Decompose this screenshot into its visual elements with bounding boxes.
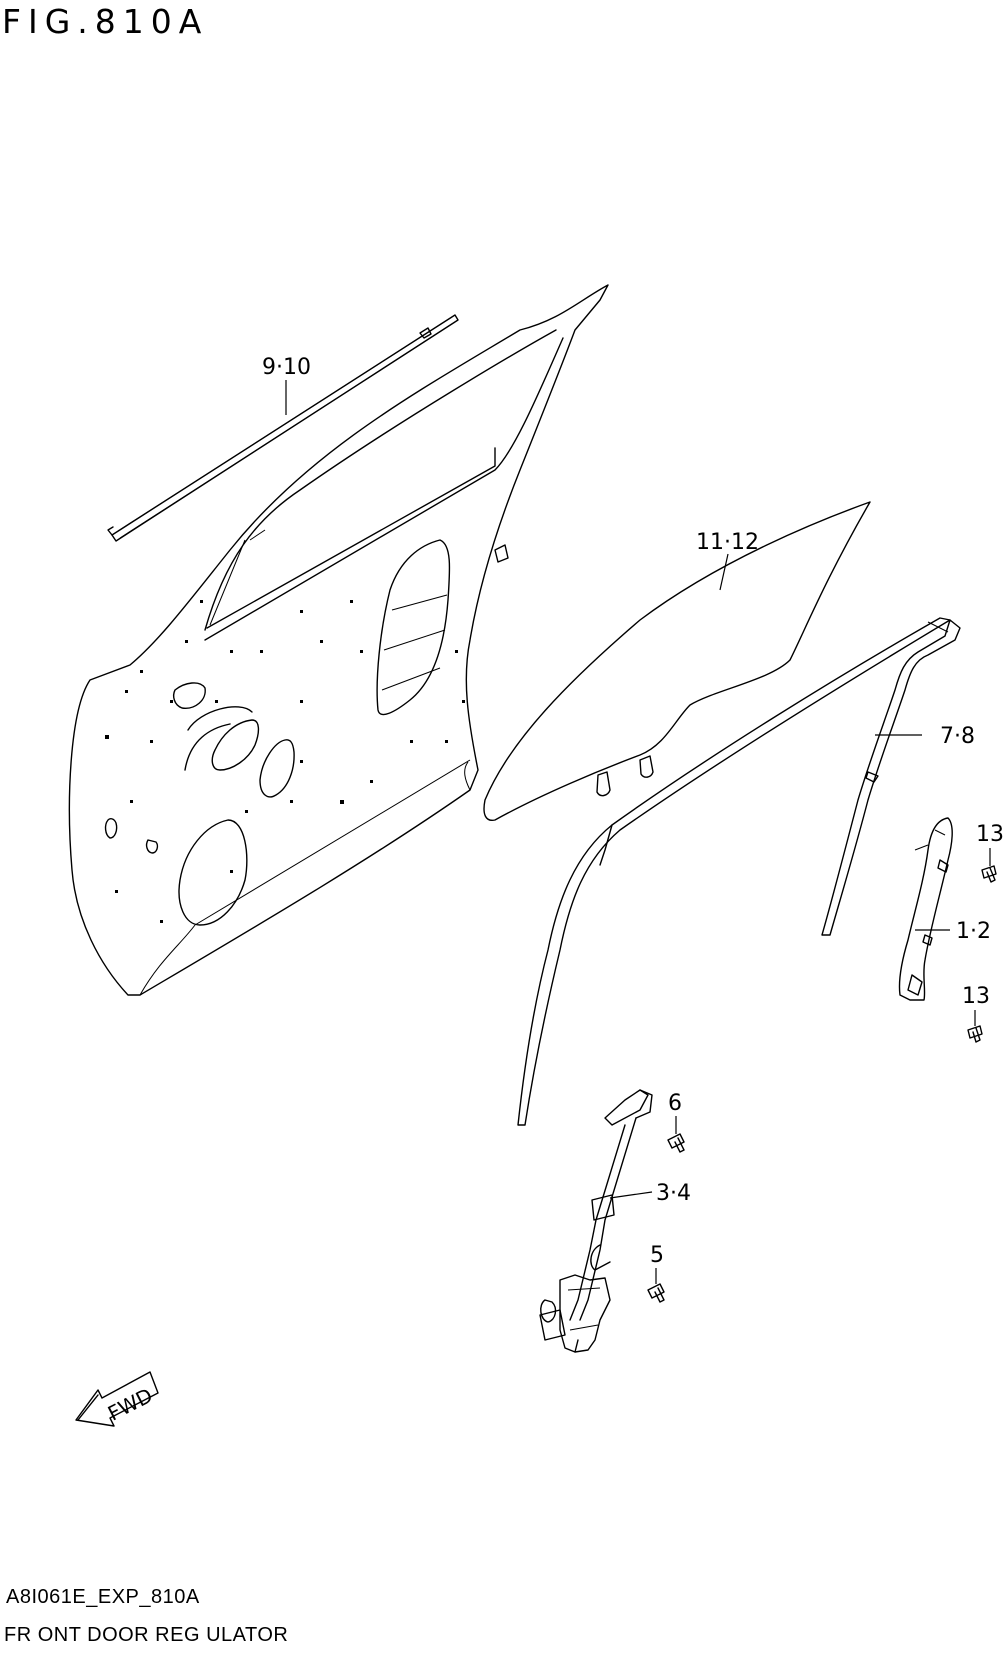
callout-13-lower: 13	[962, 984, 990, 1009]
callout-6: 6	[668, 1091, 682, 1116]
bolt-6	[667, 1133, 685, 1153]
glass-run-channel	[517, 617, 961, 1126]
fwd-label: FWD	[104, 1383, 156, 1426]
figure-caption: FR ONT DOOR REG ULATOR	[4, 1624, 289, 1646]
callout-11-12: 11·12	[696, 530, 759, 555]
bolt-5	[647, 1283, 665, 1303]
door-glass	[483, 501, 871, 822]
bolt-13-upper	[981, 865, 997, 883]
leader-lines	[285, 380, 991, 1284]
illustration-code: A8I061E_EXP_810A	[6, 1586, 200, 1608]
fwd-arrow-icon: FWD	[75, 1371, 159, 1427]
callout-3-4: 3·4	[656, 1181, 691, 1206]
window-regulator	[539, 1089, 653, 1353]
callout-9-10: 9·10	[262, 355, 311, 380]
front-door-panel	[68, 284, 609, 996]
callout-7-8: 7·8	[940, 724, 975, 749]
bolt-13-lower	[967, 1025, 983, 1043]
panel-holes	[105, 600, 465, 923]
callout-5: 5	[650, 1243, 664, 1268]
rear-guide-channel	[898, 817, 953, 1001]
callout-1-2: 1·2	[956, 919, 991, 944]
figure-title: FIG.810A	[2, 2, 209, 41]
callout-13-upper: 13	[976, 822, 1004, 847]
belt-moulding	[107, 314, 459, 542]
